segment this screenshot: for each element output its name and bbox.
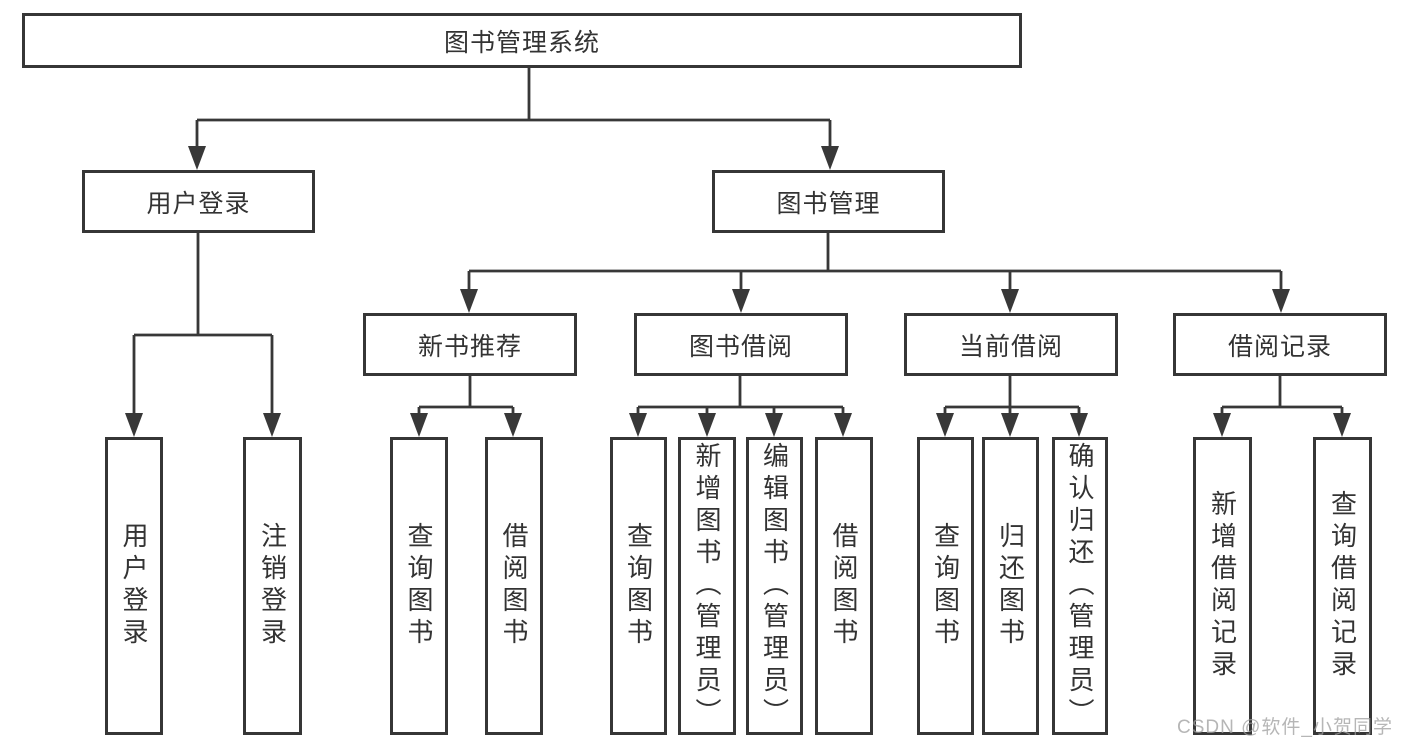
node-label: 图书管理系统 bbox=[443, 28, 600, 57]
leaf-label: 归还图书 bbox=[995, 522, 1026, 650]
node-book-borrowing: 图书借阅 bbox=[634, 313, 848, 376]
leaf-add-borrow-record: 新增借阅记录 bbox=[1193, 437, 1252, 735]
edge-new-book-to-leaves bbox=[417, 376, 515, 419]
leaf-label: 借阅图书 bbox=[829, 522, 859, 650]
arrow-icon bbox=[125, 413, 143, 437]
node-library-management-system: 图书管理系统 bbox=[22, 13, 1022, 68]
leaf-label: 查询借阅记录 bbox=[1327, 490, 1358, 682]
csdn-watermark: CSDN @软件_小贺同学 bbox=[1177, 717, 1393, 738]
node-label: 图书管理 bbox=[776, 189, 881, 218]
leaf-borrow-books: 借阅图书 bbox=[815, 437, 873, 735]
leaf-label: 借阅图书 bbox=[499, 522, 529, 650]
leaf-label: 用户登录 bbox=[119, 522, 149, 650]
arrow-icon bbox=[629, 413, 647, 437]
arrow-icon bbox=[1070, 413, 1088, 437]
leaf-query-books-borrow: 查询图书 bbox=[610, 437, 667, 735]
leaf-confirm-return-admin: 确认归还（管理员） bbox=[1052, 437, 1108, 735]
leaf-query-borrow-record: 查询借阅记录 bbox=[1313, 437, 1372, 735]
leaf-label: 确认归还（管理员） bbox=[1065, 442, 1095, 730]
leaf-label: 注销登录 bbox=[257, 522, 288, 650]
leaf-label: 新增图书（管理员） bbox=[692, 442, 722, 730]
edge-borrow-records-to-leaves bbox=[1220, 376, 1344, 419]
edge-book-borrow-to-leaves bbox=[636, 376, 845, 419]
leaf-add-books-admin: 新增图书（管理员） bbox=[678, 437, 736, 735]
arrow-icon bbox=[698, 413, 716, 437]
leaf-label: 查询图书 bbox=[623, 522, 654, 650]
leaf-label: 查询图书 bbox=[930, 522, 961, 650]
arrow-icon bbox=[821, 146, 839, 170]
node-label: 用户登录 bbox=[146, 189, 251, 218]
node-label: 借阅记录 bbox=[1227, 332, 1332, 361]
arrow-icon bbox=[732, 289, 750, 313]
arrow-icon bbox=[1272, 289, 1290, 313]
arrow-icon bbox=[263, 413, 281, 437]
leaf-query-books-recommend: 查询图书 bbox=[390, 437, 448, 735]
leaf-borrow-books-recommend: 借阅图书 bbox=[485, 437, 543, 735]
node-user-login: 用户登录 bbox=[82, 170, 315, 233]
arrow-icon bbox=[410, 413, 428, 437]
node-new-book-recommendation: 新书推荐 bbox=[363, 313, 577, 376]
node-label: 图书借阅 bbox=[688, 332, 793, 361]
edge-book-mgmt-to-level3 bbox=[467, 233, 1283, 295]
node-borrowing-records: 借阅记录 bbox=[1173, 313, 1387, 376]
edge-user-login-to-leaves bbox=[132, 233, 274, 419]
leaf-label: 查询图书 bbox=[404, 522, 434, 650]
arrow-icon bbox=[1001, 289, 1019, 313]
arrow-icon bbox=[834, 413, 852, 437]
leaf-label: 新增借阅记录 bbox=[1207, 490, 1238, 682]
edge-root-to-level2 bbox=[195, 68, 832, 150]
arrow-icon bbox=[188, 146, 206, 170]
leaf-logout: 注销登录 bbox=[243, 437, 302, 735]
leaf-return-books: 归还图书 bbox=[982, 437, 1039, 735]
leaf-edit-books-admin: 编辑图书（管理员） bbox=[746, 437, 803, 735]
arrow-icon bbox=[1333, 413, 1351, 437]
node-current-borrowing: 当前借阅 bbox=[904, 313, 1118, 376]
arrow-icon bbox=[765, 413, 783, 437]
node-label: 新书推荐 bbox=[417, 332, 522, 361]
arrow-icon bbox=[936, 413, 954, 437]
edge-current-borrow-to-leaves bbox=[943, 376, 1081, 419]
arrow-icon bbox=[460, 289, 478, 313]
node-book-management: 图书管理 bbox=[712, 170, 945, 233]
node-label: 当前借阅 bbox=[958, 332, 1063, 361]
arrow-icon bbox=[1213, 413, 1231, 437]
leaf-query-books-current: 查询图书 bbox=[917, 437, 974, 735]
arrow-icon bbox=[1001, 413, 1019, 437]
arrow-icon bbox=[504, 413, 522, 437]
leaf-label: 编辑图书（管理员） bbox=[759, 442, 790, 730]
leaf-user-login: 用户登录 bbox=[105, 437, 163, 735]
